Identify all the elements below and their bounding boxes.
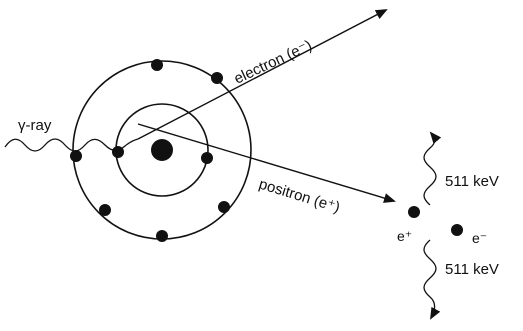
photon-up-wave bbox=[423, 131, 442, 206]
orbital-electron bbox=[151, 59, 163, 71]
orbital-electron bbox=[70, 150, 82, 162]
annihilation: e⁺ e⁻ 511 keV 511 keV bbox=[397, 131, 499, 320]
orbital-electron bbox=[99, 204, 111, 216]
positron-symbol: e⁺ bbox=[397, 228, 412, 244]
orbital-electron bbox=[218, 201, 230, 213]
orbital-electron bbox=[211, 72, 223, 84]
electron-track bbox=[137, 9, 388, 140]
positron-particle bbox=[408, 206, 420, 218]
photon-down-wave bbox=[423, 239, 441, 320]
electron-symbol: e⁻ bbox=[472, 230, 487, 246]
energy-label-top: 511 keV bbox=[445, 173, 499, 190]
energy-label-bottom: 511 keV bbox=[445, 261, 499, 278]
gamma-ray-wave bbox=[4, 138, 139, 152]
electron-label: electron (e⁻) bbox=[232, 37, 315, 88]
orbital-electron bbox=[201, 152, 213, 164]
gamma-ray-label: γ-ray bbox=[18, 117, 52, 134]
orbital-electron bbox=[156, 230, 168, 242]
nucleus bbox=[151, 139, 173, 161]
positron-track bbox=[137, 123, 396, 203]
electron-particle bbox=[451, 224, 463, 236]
